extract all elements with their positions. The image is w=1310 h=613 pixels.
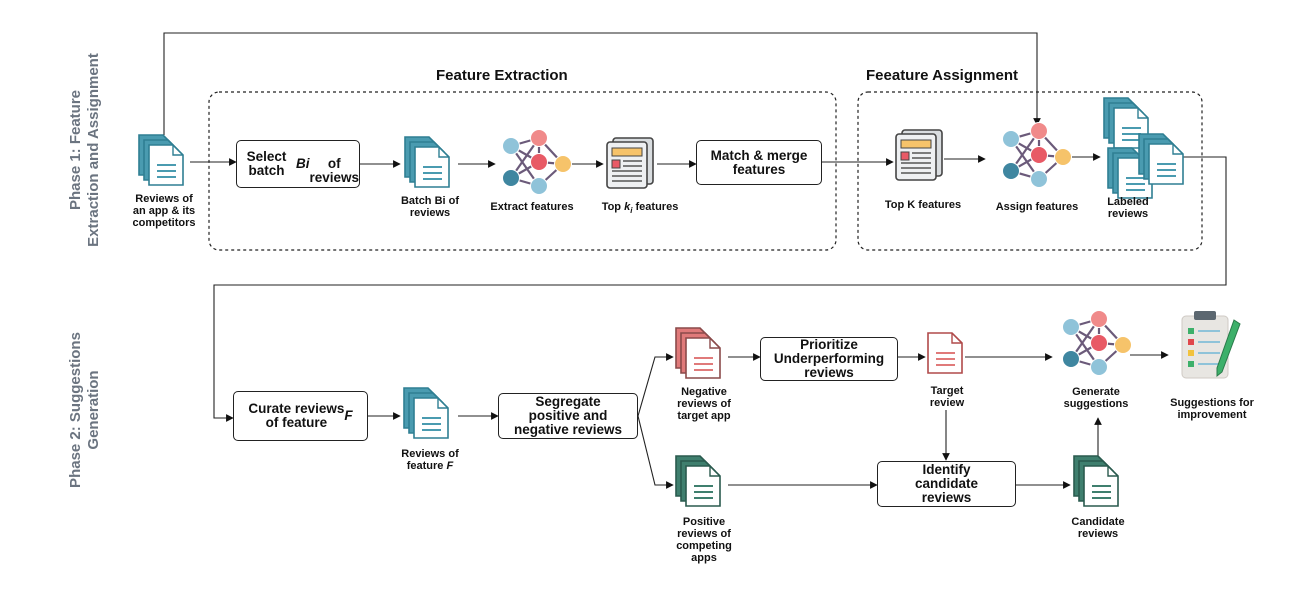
caption-reviews-app: Reviews of an app & its competitors bbox=[132, 193, 196, 229]
generate-suggestions-network-icon bbox=[1062, 310, 1132, 376]
labeled-reviews-doc-stack-c-icon bbox=[1138, 133, 1184, 185]
caption-batch-bi: Batch Bi of reviews bbox=[400, 195, 460, 219]
batch-bi-doc-stack-icon bbox=[404, 136, 450, 188]
segregate-box: Segregate positive and negative reviews bbox=[498, 393, 638, 439]
extract-features-network-icon bbox=[502, 129, 572, 195]
connector-top-loop bbox=[163, 32, 1041, 135]
match-merge-box: Match & merge features bbox=[696, 140, 822, 185]
reviews-app-doc-stack-icon bbox=[138, 134, 184, 186]
connector-phase-link bbox=[213, 156, 1227, 422]
suggestions-clipboard-icon bbox=[1181, 311, 1241, 379]
caption-negative-reviews: Negative reviews of target app bbox=[677, 386, 731, 422]
candidate-reviews-doc-stack-icon bbox=[1073, 455, 1119, 507]
positive-reviews-doc-stack-icon bbox=[675, 455, 721, 507]
phase-1-label: Phase 1: Feature Extraction and Assignme… bbox=[67, 53, 102, 247]
feature-assignment-frame bbox=[857, 91, 1203, 251]
phase-2-label: Phase 2: Suggestions Generation bbox=[67, 332, 102, 488]
caption-extract-features: Extract features bbox=[490, 201, 574, 213]
feature-extraction-frame bbox=[208, 91, 837, 251]
connector-segregate-negative bbox=[637, 353, 674, 417]
negative-reviews-doc-stack-icon bbox=[675, 327, 721, 379]
feature-assignment-title: Feeature Assignment bbox=[866, 67, 1018, 84]
caption-target-review: Target review bbox=[929, 385, 965, 409]
top-ki-features-newspaper-icon bbox=[606, 137, 654, 189]
caption-positive-reviews: Positive reviews of competing apps bbox=[676, 516, 732, 564]
assign-features-network-icon bbox=[1002, 122, 1072, 188]
reviews-feature-f-doc-stack-icon bbox=[403, 387, 449, 439]
caption-suggestions-improvement: Suggestions for improvement bbox=[1170, 397, 1254, 421]
connector-segregate-positive bbox=[637, 415, 674, 489]
target-review-doc-icon bbox=[927, 332, 963, 374]
caption-top-k: Top K features bbox=[884, 199, 962, 211]
top-k-features-newspaper-icon bbox=[895, 129, 943, 181]
feature-extraction-title: Feature Extraction bbox=[436, 67, 568, 84]
caption-generate-suggestions: Generate suggestions bbox=[1063, 386, 1129, 410]
caption-candidate-reviews: Candidate reviews bbox=[1071, 516, 1125, 540]
prioritize-box: Prioritize Underperforming reviews bbox=[760, 337, 898, 381]
identify-candidate-box: Identify candidate reviews bbox=[877, 461, 1016, 507]
caption-labeled-reviews: Labeled reviews bbox=[1107, 196, 1149, 220]
caption-assign-features: Assign features bbox=[995, 201, 1079, 213]
caption-top-ki: Top ki features bbox=[601, 201, 679, 216]
